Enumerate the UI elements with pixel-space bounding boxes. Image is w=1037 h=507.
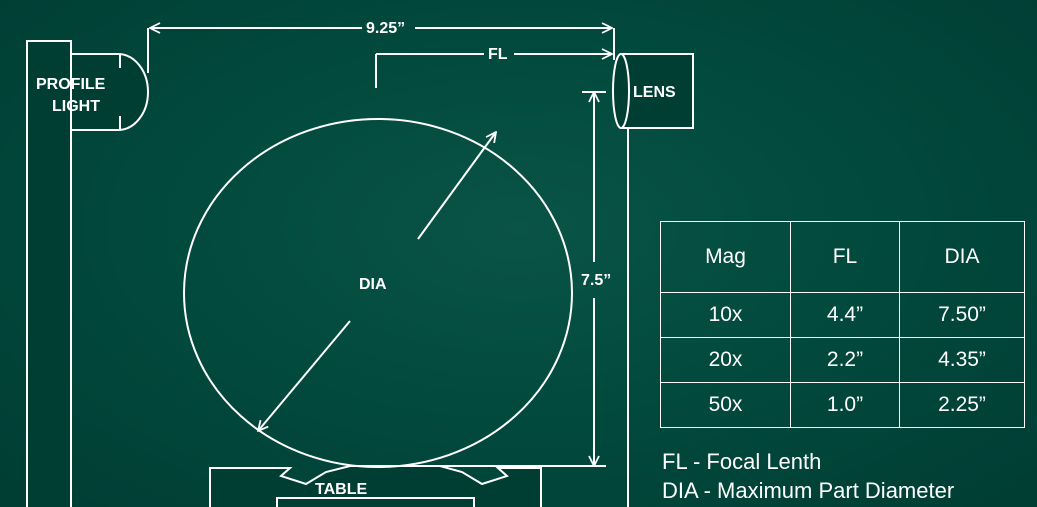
part-circle [183,118,573,468]
fl-label: FL [488,46,508,63]
cell-mag: 50x [660,382,791,428]
dia-arrow-upper [417,132,496,240]
magnification-table: Mag FL DIA 10x 4.4” 7.50” 20x 2.2” 4.35”… [660,221,1025,428]
lens-element [612,53,630,129]
legend-dia-note: DIA - Maximum Part Diameter [662,478,955,503]
table-row: 20x 2.2” 4.35” [660,337,1025,383]
legend-fl-note: FL - Focal Lenth [662,449,822,474]
table-label: TABLE [315,481,367,498]
header-fl: FL [790,221,900,293]
profile-light-label-line2: LIGHT [52,98,100,115]
header-dia: DIA [899,221,1025,293]
dia-label: DIA [359,276,387,293]
lens-label: LENS [633,84,676,101]
stand-column [26,40,72,507]
cell-mag: 10x [660,292,791,338]
header-mag: Mag [660,221,791,293]
cell-mag: 20x [660,337,791,383]
table-header-row: Mag FL DIA [660,221,1025,293]
table-row: 10x 4.4” 7.50” [660,292,1025,338]
lens-body [620,53,694,129]
profile-light-label-line1: PROFILE [36,76,106,93]
dimension-9-25-label: 9.25” [366,20,405,37]
cell-fl: 2.2” [790,337,900,383]
table-row: 50x 1.0” 2.25” [660,382,1025,428]
cell-dia: 2.25” [899,382,1025,428]
dia-arrow-lower [258,320,351,431]
table-inner-slot [276,497,475,507]
cell-dia: 7.50” [899,292,1025,338]
cell-dia: 4.35” [899,337,1025,383]
cell-fl: 1.0” [790,382,900,428]
profile-light-housing [70,53,149,131]
dimension-7-5-label: 7.5” [581,272,611,289]
cell-fl: 4.4” [790,292,900,338]
